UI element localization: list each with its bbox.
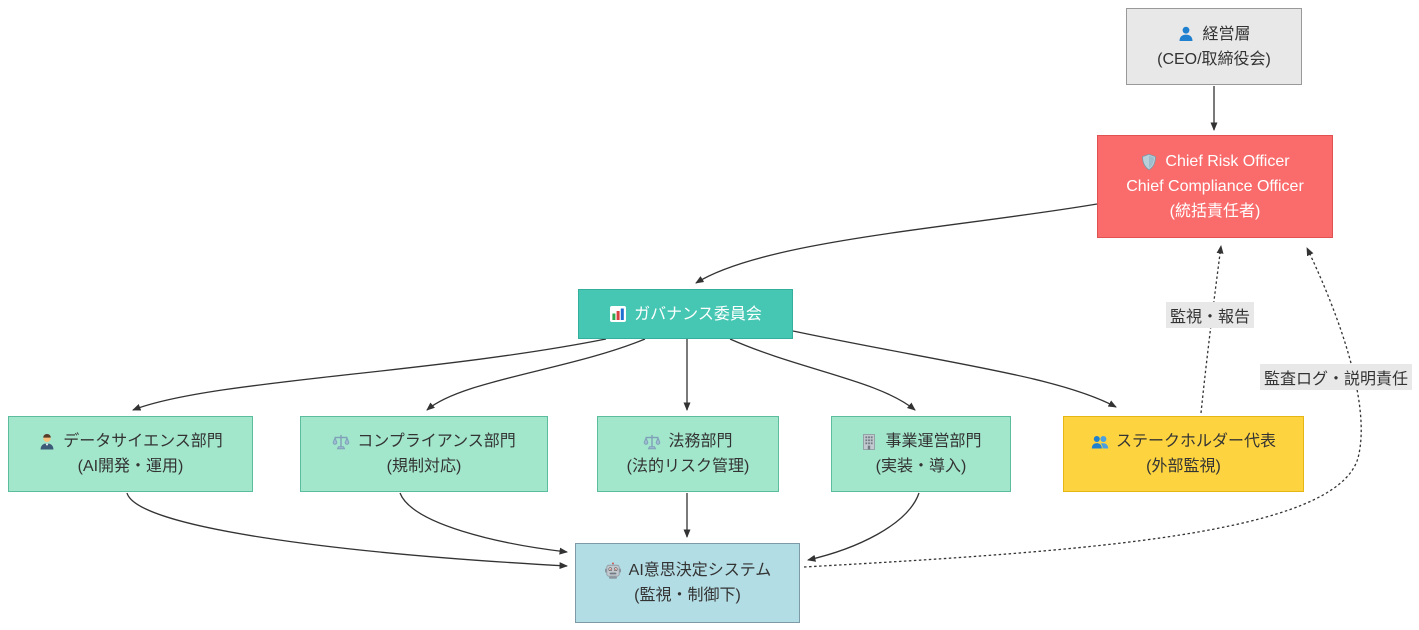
edge-business-to-ai xyxy=(807,492,920,562)
robot-icon xyxy=(604,562,622,580)
node-ai-system: AI意思決定システム (監視・制御下) xyxy=(575,543,800,623)
edge-compliance-to-ai xyxy=(399,492,568,555)
edge-stakeholder-to-cro-dotted xyxy=(1200,245,1224,414)
edge-committee-to-stakeholder xyxy=(792,330,1117,408)
node-business-title: 事業運営部門 xyxy=(885,433,982,450)
building-icon xyxy=(860,433,878,451)
edge-cro-to-committee xyxy=(695,203,1098,284)
node-data-science: データサイエンス部門 (AI開発・運用) xyxy=(8,416,253,492)
node-ai-system-title: AI意思決定システム xyxy=(628,562,772,579)
edge-committee-to-business xyxy=(729,338,916,411)
node-executive-title: 経営層 xyxy=(1202,25,1251,43)
scales-icon xyxy=(643,433,661,451)
node-legal: 法務部門 (法的リスク管理) xyxy=(597,416,779,492)
node-stakeholder: ステークホルダー代表 (外部監視) xyxy=(1063,416,1304,492)
node-cro: Chief Risk Officer Chief Compliance Offi… xyxy=(1097,135,1333,238)
person-icon xyxy=(1177,25,1195,43)
node-executive-subtitle: (CEO/取締役会) xyxy=(1157,50,1271,68)
edge-ai-to-cro-dotted xyxy=(803,247,1362,568)
node-stakeholder-subtitle: (外部監視) xyxy=(1146,458,1221,475)
node-compliance-subtitle: (規制対応) xyxy=(386,458,462,475)
people-icon xyxy=(1091,433,1109,451)
node-compliance-title: コンプライアンス部門 xyxy=(357,433,516,450)
edge-data-science-to-ai xyxy=(126,492,568,570)
scales-icon xyxy=(332,433,350,451)
node-compliance: コンプライアンス部門 (規制対応) xyxy=(300,416,548,492)
node-stakeholder-title: ステークホルダー代表 xyxy=(1115,433,1276,450)
node-committee: ガバナンス委員会 xyxy=(578,289,793,339)
node-business: 事業運営部門 (実装・導入) xyxy=(831,416,1011,492)
node-legal-subtitle: (法的リスク管理) xyxy=(626,458,750,475)
shield-icon xyxy=(1140,153,1158,171)
edge-committee-to-data-science xyxy=(132,338,607,411)
edge-committee-to-compliance xyxy=(426,338,646,411)
node-cro-line1: Chief Risk Officer xyxy=(1165,153,1290,170)
node-executive: 経営層 (CEO/取締役会) xyxy=(1126,8,1302,85)
node-committee-title: ガバナンス委員会 xyxy=(634,305,762,323)
node-data-science-title: データサイエンス部門 xyxy=(63,433,223,450)
node-ai-system-subtitle: (監視・制御下) xyxy=(634,587,741,604)
node-legal-title: 法務部門 xyxy=(668,433,733,450)
edge-label-audit-log: 監査ログ・説明責任 xyxy=(1260,364,1413,390)
node-data-science-subtitle: (AI開発・運用) xyxy=(77,458,184,475)
node-cro-line3: (統括責任者) xyxy=(1169,203,1261,220)
edge-label-monitoring-report: 監視・報告 xyxy=(1166,302,1255,328)
node-business-subtitle: (実装・導入) xyxy=(875,458,967,475)
node-cro-line2: Chief Compliance Officer xyxy=(1126,178,1304,195)
bar-chart-icon xyxy=(609,305,627,323)
office-worker-icon xyxy=(38,433,56,451)
